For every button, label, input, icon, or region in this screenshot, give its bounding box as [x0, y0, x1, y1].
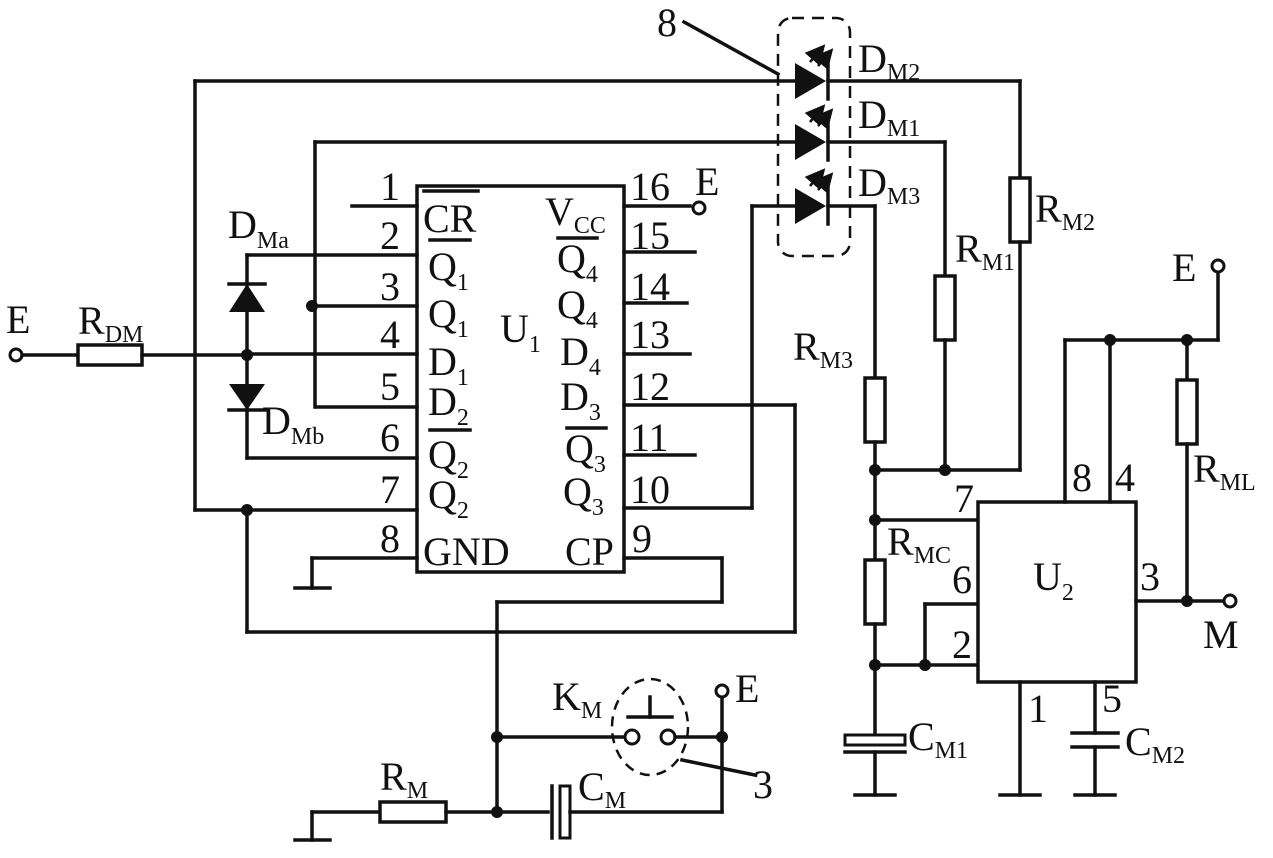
label-c-m1: CM1 — [908, 714, 968, 764]
u1-pin-9-num: 9 — [632, 516, 652, 561]
u1-pin-1-num: 1 — [380, 164, 400, 209]
u1-pin-11-num: 11 — [630, 415, 669, 460]
u2-pin-8: 8 — [1072, 455, 1092, 500]
label-e-switch: E — [735, 666, 759, 711]
u1-pin-3-num: 3 — [380, 264, 400, 309]
u1-pin-8-name: GND — [423, 529, 510, 574]
switch-k-m-contact-b — [661, 730, 675, 744]
u1-pin-10-num: 10 — [630, 467, 670, 512]
callout-8-leader — [684, 22, 778, 74]
resistor-r-m — [380, 802, 446, 822]
terminal-e-left — [10, 349, 22, 361]
resistor-r-ml — [1177, 380, 1197, 444]
u1-pin-4-num: 4 — [380, 312, 400, 357]
resistor-r-m1 — [935, 276, 955, 340]
switch-k-m-contact-a — [625, 730, 639, 744]
diode-d-mb — [229, 384, 265, 410]
switch-group-outline — [612, 679, 688, 775]
u2-pin-2: 2 — [952, 622, 972, 667]
resistor-r-mc — [865, 560, 885, 624]
resistor-r-m3 — [865, 378, 885, 442]
resistor-r-m2 — [1010, 178, 1030, 242]
label-d-m1: DM1 — [858, 92, 920, 142]
label-k-m: KM — [552, 674, 602, 724]
terminal-e-switch — [716, 685, 728, 697]
u2-pin-3: 3 — [1140, 554, 1160, 599]
u1-pin-2-num: 2 — [380, 213, 400, 258]
label-r-mc: RMC — [887, 519, 951, 569]
callout-3-leader — [682, 760, 755, 775]
label-r-ml: RML — [1193, 446, 1256, 496]
terminal-e-top-right — [1212, 260, 1224, 272]
u1-pin-14-num: 14 — [630, 264, 670, 309]
label-c-m: CM — [578, 764, 626, 814]
label-r-m1: RM1 — [955, 226, 1015, 276]
capacitor-c-m1 — [845, 735, 905, 745]
u2-pin-6: 6 — [952, 557, 972, 602]
u1-pin-16-num: 16 — [630, 164, 670, 209]
u1-pin-8-num: 8 — [380, 516, 400, 561]
label-e-left: E — [6, 297, 30, 342]
label-c-m2: CM2 — [1125, 719, 1185, 769]
label-r-dm: RDM — [78, 298, 143, 348]
u1-pin-5-num: 5 — [380, 364, 400, 409]
led-d-m1 — [795, 124, 826, 160]
label-d-m3: DM3 — [858, 160, 920, 210]
led-d-m2 — [795, 63, 826, 99]
label-d-ma: DMa — [228, 202, 289, 254]
label-e-top-right: E — [1172, 245, 1196, 290]
u1-pin-9-name: CP — [565, 529, 614, 574]
u1-pin-7-num: 7 — [380, 467, 400, 512]
u2-pin-4: 4 — [1115, 455, 1135, 500]
callout-3: 3 — [753, 762, 773, 807]
u2-pin-7: 7 — [954, 476, 974, 521]
u1-pin-6-num: 6 — [380, 415, 400, 460]
label-r-m: RM — [380, 754, 428, 804]
u2-pin-5: 5 — [1102, 676, 1122, 721]
terminal-m-out — [1224, 595, 1236, 607]
label-m-out: M — [1203, 612, 1239, 657]
resistor-r-dm — [78, 345, 142, 365]
label-d-m2: DM2 — [858, 36, 920, 86]
label-e-vcc: E — [695, 159, 719, 204]
diode-d-ma — [229, 284, 265, 312]
label-r-m2: RM2 — [1035, 186, 1095, 236]
u2-pin-1: 1 — [1028, 686, 1048, 731]
u1-pin-1-name: CR — [423, 196, 477, 241]
u1-pin-15-num: 15 — [630, 213, 670, 258]
led-d-m3 — [795, 188, 826, 224]
u1-pin-13-num: 13 — [630, 312, 670, 357]
label-r-m3: RM3 — [793, 324, 853, 374]
u1-pin-12-num: 12 — [630, 364, 670, 409]
callout-8: 8 — [657, 0, 677, 45]
